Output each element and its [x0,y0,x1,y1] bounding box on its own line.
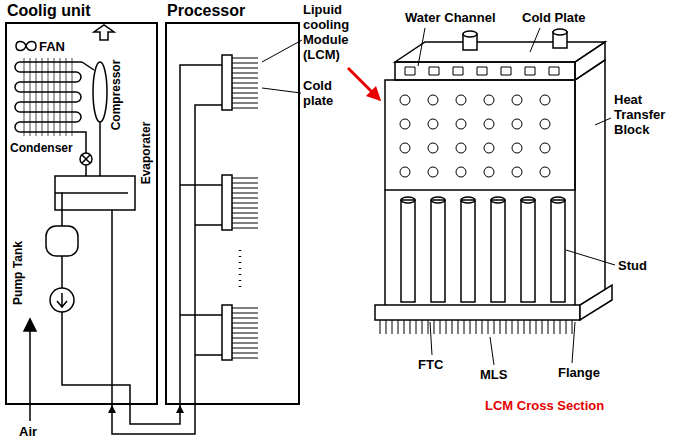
evaporator-box [55,176,135,210]
leader-line [418,28,615,365]
part-label: Air [19,424,37,439]
leader-line [262,40,302,93]
stud-symbols [401,197,565,302]
pipe-fitting [553,29,567,35]
label-slot: Stud [618,258,647,273]
heat-transfer-block-front [385,80,575,190]
part-label: Lipuid cooling Module (LCM) [303,2,363,62]
compressor-symbol [93,62,107,122]
pointer-arrow-head [367,87,380,100]
unit-heading: Coolig unit [7,2,91,20]
part-label: Pump Tank [11,241,26,305]
mls-pins [380,320,572,334]
cold-plate-symbol [222,305,232,360]
figure-caption: LCM Cross Section [485,398,604,413]
supply-manifold [180,65,222,405]
unit-heading: Processor [167,2,245,20]
part-label: Water Channel [405,10,496,25]
cold-plate-front [395,62,575,80]
exhaust-arrow [94,25,114,40]
air-arrow [29,330,31,421]
label-slot: Condenser [10,141,73,156]
expansion-valve [82,155,90,163]
label-slot: LCM Cross Section [485,398,604,413]
part-label: Cold Plate [522,10,586,25]
return-manifold [195,105,222,405]
water-return-pipe [111,210,113,405]
part-label: FTC [418,357,443,372]
label-slot: Water Channel [405,10,496,25]
label-slot: MLS [480,367,507,382]
label-slot: Cold Plate [522,10,586,25]
refrigerant-line [82,62,94,70]
part-label: FAN [39,39,65,54]
label-slot: Flange [558,365,600,380]
water-channels [405,67,559,75]
water-pipe [55,193,62,226]
cooling-unit-box: Coolig unit [5,22,158,405]
cold-plate-top [395,42,605,62]
part-label: Cold plate [303,78,345,108]
evaporator-coil [62,192,128,194]
cutaway-edge [384,190,386,305]
label-slot: Heat Transfer Block [614,92,682,137]
module-fins [232,308,258,358]
pointer-arrow [348,68,372,92]
part-label: MLS [480,367,507,382]
processor-box: Processor [165,22,300,405]
pump-symbol [50,288,74,312]
flange-side [580,285,612,320]
flange-front [375,305,580,320]
coolant-pipe [112,405,195,434]
coolant-pipe [130,405,180,424]
heat-transfer-block-side [575,60,605,310]
part-label: Heat Transfer Block [614,92,682,137]
cold-plate-side [575,42,605,80]
part-label: Condenser [10,141,73,156]
refrigerant-line [99,122,101,176]
tank-symbol [46,226,78,256]
cold-plate-symbol [222,55,232,110]
pump-arrow [57,293,67,307]
water-supply-pipe [62,312,130,405]
label-slot: Air [19,424,37,439]
expansion-valve [80,153,92,165]
module-fins [232,178,258,228]
label-slot: FTC [418,357,443,372]
part-label: Compressor [109,60,124,131]
pipe-fitting [463,31,477,37]
label-slot: Lipuid cooling Module (LCM) [303,2,363,62]
module-fins [232,58,258,108]
air-arrow-head [24,319,36,331]
part-label: Stud [618,258,647,273]
part-label: Evaporater [139,122,154,185]
label-slot: Cold plate [303,78,345,108]
fan-symbol [16,42,36,51]
label-slot: FAN [39,39,65,54]
cold-plate-symbol [222,175,232,230]
continuation-dots [239,250,242,292]
condenser-fins [24,58,72,136]
part-label: Flange [558,365,600,380]
water-pipe [61,256,63,288]
